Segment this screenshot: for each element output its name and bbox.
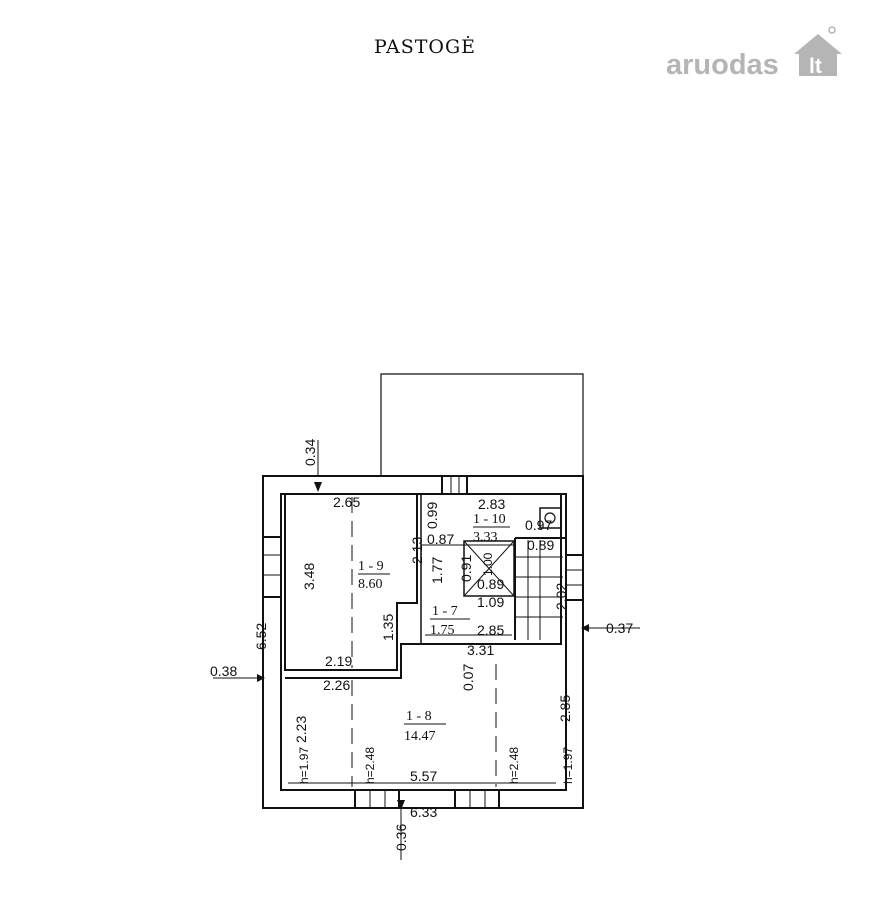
dim-0-07: 0.07 (460, 664, 476, 691)
dim-2-26: 2.26 (323, 677, 350, 693)
dim-6-33: 6.33 (410, 804, 437, 820)
watermark-smoke-icon (828, 26, 836, 34)
dim-2-19: 2.19 (325, 653, 352, 669)
dim-2-85-right: 2.85 (557, 695, 573, 722)
room-1-7-label: 1 - 7 (432, 604, 458, 619)
watermark-text: aruodas (666, 49, 779, 81)
sink-icon (539, 507, 562, 529)
room-1-8-area: 14.47 (404, 729, 436, 744)
partition-wall (285, 494, 562, 679)
watermark-badge-bg (799, 50, 837, 76)
room-1-9-area: 8.60 (358, 577, 383, 592)
stair-opening (463, 540, 515, 597)
roof-projection (380, 373, 584, 476)
dim-2-02: 2.02 (553, 583, 569, 610)
dim-1-77: 1.77 (429, 557, 445, 584)
room-1-8-label: 1 - 8 (406, 709, 432, 724)
dim-0-38: 0.38 (210, 663, 237, 679)
room-1-10-label: 1 - 10 (473, 512, 506, 527)
window-left (262, 536, 282, 598)
window-bottom-left (354, 789, 400, 809)
arrow-036 (397, 800, 405, 810)
room-1-9-label: 1 - 9 (358, 559, 384, 574)
dim-6-52: 6.52 (253, 623, 269, 650)
watermark-roof-icon (794, 34, 842, 54)
dim-2-85-stair: 2.85 (477, 622, 504, 638)
dim-0-89-opening: 0.89 (477, 576, 504, 592)
dim-h-2-48-left: h=2.48 (363, 747, 377, 784)
arrow-034 (314, 482, 322, 492)
dim-3-31: 3.31 (467, 642, 494, 658)
dim-0-34: 0.34 (302, 439, 318, 466)
sink-drain-icon (544, 512, 556, 524)
dim-2-65: 2.65 (333, 494, 360, 510)
window-top (441, 475, 468, 495)
dim-h-1-97-right: h=1.97 (561, 747, 575, 784)
aruodas-watermark-logo: aruodas lt (666, 26, 842, 81)
dim-1-09: 1.09 (477, 594, 504, 610)
dim-2-13: 2.13 (409, 537, 425, 564)
dim-0-97: 0.97 (525, 517, 552, 533)
watermark-badge: lt (809, 55, 822, 78)
dim-3-48: 3.48 (301, 563, 317, 590)
partition-thin (417, 493, 422, 644)
dim-0-36: 0.36 (393, 824, 409, 851)
window-bottom-right (454, 789, 500, 809)
dim-0-99: 0.99 (424, 502, 440, 529)
outer-wall-inner (280, 493, 567, 791)
dim-0-87: 0.87 (427, 531, 454, 547)
arrow-038 (257, 674, 265, 682)
dim-0-89-stair: 0.89 (527, 537, 554, 553)
window-right (565, 554, 584, 601)
arrow-037 (581, 624, 589, 632)
room-1-10-area: 3.33 (473, 530, 498, 545)
plan-title: PASTOGĖ (373, 36, 477, 58)
dim-1-35: 1.35 (380, 614, 396, 641)
outer-wall-outer (262, 475, 584, 809)
dim-2-83: 2.83 (478, 496, 505, 512)
room-1-7-area: 1.75 (430, 623, 455, 638)
dim-h-2-48-right: h=2.48 (507, 747, 521, 784)
dim-0-37: 0.37 (606, 620, 633, 636)
dim-0-91: 0.91 (458, 555, 474, 582)
dim-2-23: 2.23 (293, 716, 309, 743)
dim-h-1-97-left: h=1.97 (297, 747, 311, 784)
dim-1-00: 1.00 (481, 552, 495, 576)
dim-5-57: 5.57 (410, 768, 437, 784)
